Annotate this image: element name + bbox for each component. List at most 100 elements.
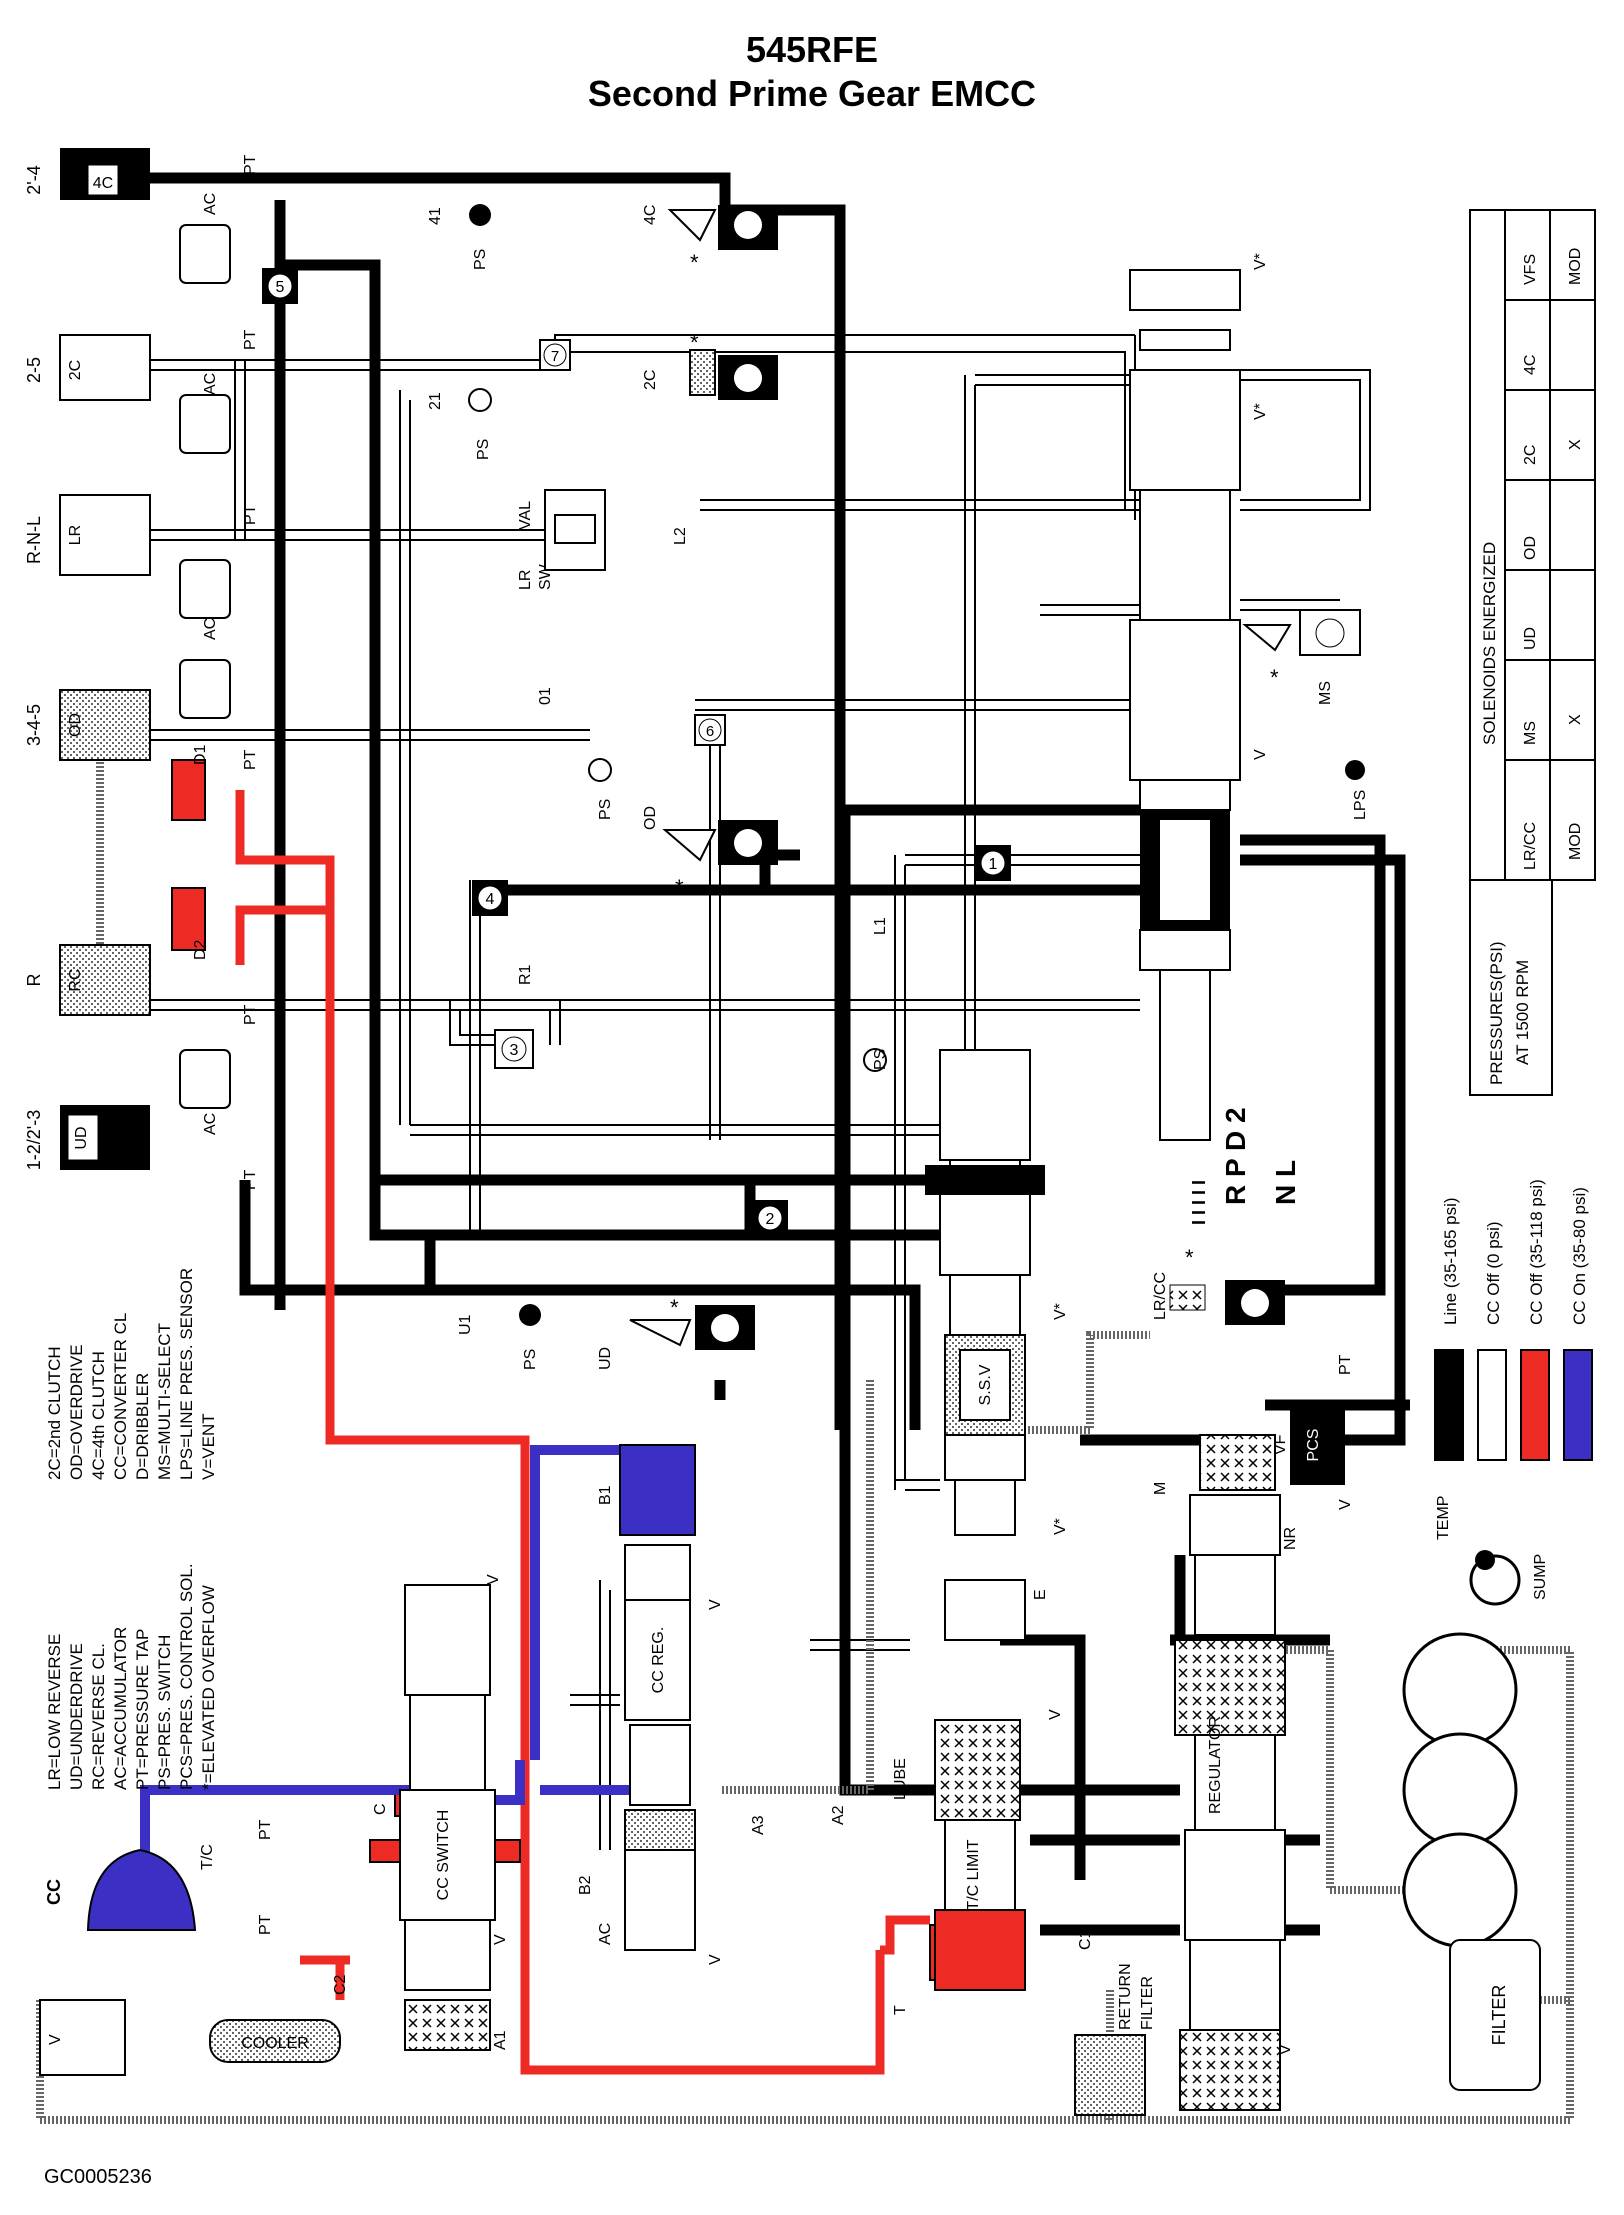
pump-gears xyxy=(1402,1632,1518,1948)
svg-text:RETURN: RETURN xyxy=(1117,1963,1134,2030)
checkball-3: 3 xyxy=(510,1042,519,1059)
clutch-rc-body xyxy=(59,944,151,1016)
svg-text:PS=PRES. SWITCH: PS=PRES. SWITCH xyxy=(155,1635,174,1790)
legend-label-line: Line (35-165 psi) xyxy=(1441,1197,1460,1325)
svg-text:C1: C1 xyxy=(1077,1929,1094,1950)
clutch-od-label: OD xyxy=(67,713,84,737)
title-line-2: Second Prime Gear EMCC xyxy=(587,73,1037,114)
pressure-switches xyxy=(468,204,1365,1326)
svg-text:PT=PRESSURE TAP: PT=PRESSURE TAP xyxy=(133,1629,152,1790)
svg-text:U1: U1 xyxy=(457,1314,474,1335)
svg-text:OD=OVERDRIVE: OD=OVERDRIVE xyxy=(67,1344,86,1480)
pressures-line-1: PRESSURES(PSI) xyxy=(1487,941,1506,1085)
regulator-label: REGULATOR xyxy=(1207,1716,1224,1814)
svg-text:B1: B1 xyxy=(597,1485,614,1505)
svg-text:PT: PT xyxy=(257,1819,274,1840)
svg-text:UD=UNDERDRIVE: UD=UNDERDRIVE xyxy=(67,1643,86,1790)
svg-text:MS=MULTI-SELECT: MS=MULTI-SELECT xyxy=(155,1323,174,1480)
svg-text:V: V xyxy=(707,1599,724,1610)
svg-text:T: T xyxy=(892,2005,909,2015)
return-filter-element xyxy=(1074,2034,1146,2116)
cc-reg-valve xyxy=(624,1544,696,1951)
ssv-label: S.S.V xyxy=(977,1364,994,1405)
svg-text:TEMP: TEMP xyxy=(1435,1496,1452,1540)
tc-limit-label: T/C LIMIT xyxy=(965,1839,982,1910)
svg-text:LR/CC: LR/CC xyxy=(1522,822,1539,870)
checkball-1: 1 xyxy=(989,856,998,873)
svg-text:LPS=LINE PRES. SENSOR: LPS=LINE PRES. SENSOR xyxy=(177,1268,196,1480)
diagram-title: 545RFE Second Prime Gear EMCC xyxy=(0,28,1624,116)
svg-text:R P D 2: R P D 2 xyxy=(1220,1107,1251,1205)
svg-text:N L: N L xyxy=(1270,1160,1301,1205)
svg-text:2C: 2C xyxy=(1522,445,1539,465)
svg-text:PCS=PRES. CONTROL SOL.: PCS=PRES. CONTROL SOL. xyxy=(177,1563,196,1790)
legend-label-cc-off-zero: CC Off (0 psi) xyxy=(1484,1221,1503,1325)
main-spool-valve xyxy=(1129,269,1241,1141)
pcs-valve-spring xyxy=(1199,1434,1276,1491)
cc-off-pressure-passages xyxy=(235,790,1000,2075)
clutch-2-5-label: 2-5 xyxy=(24,357,44,383)
svg-text:LR/CC: LR/CC xyxy=(1152,1272,1169,1320)
pressures-line-2: AT 1500 RPM xyxy=(1513,960,1532,1065)
svg-text:LR: LR xyxy=(517,570,534,590)
legend-swatch-cc-off-zero xyxy=(1477,1349,1507,1461)
svg-text:RC=REVERSE CL.: RC=REVERSE CL. xyxy=(89,1643,108,1790)
clutch-lr-label: LR xyxy=(67,525,84,545)
svg-text:PT: PT xyxy=(242,329,259,350)
svg-text:V*: V* xyxy=(1052,1518,1069,1535)
tc-limit-valve xyxy=(934,1719,1026,1991)
svg-text:X: X xyxy=(1567,714,1584,725)
svg-text:2C: 2C xyxy=(642,370,659,390)
svg-text:VFS: VFS xyxy=(1522,254,1539,285)
svg-text:*: * xyxy=(1185,1245,1194,1270)
svg-text:01: 01 xyxy=(537,687,554,705)
pcs-label: PCS xyxy=(1305,1429,1322,1462)
cc-reg-blue-top xyxy=(619,1444,696,1536)
checkball-7: 7 xyxy=(551,348,559,365)
clutch-1-2-label: 1-2/2'-3 xyxy=(24,1110,44,1170)
svg-text:LUBE: LUBE xyxy=(892,1758,909,1800)
svg-text:PS: PS xyxy=(472,249,489,270)
svg-text:PT: PT xyxy=(1337,1354,1354,1375)
svg-text:PS: PS xyxy=(597,799,614,820)
clutch-2c-label: 2C xyxy=(67,360,84,380)
svg-text:V: V xyxy=(492,1934,509,1945)
pcs-labels: VF M V NR xyxy=(1152,1434,1354,1550)
svg-text:NR: NR xyxy=(1282,1527,1299,1550)
accumulator-labels: AC AC AC AC xyxy=(202,193,219,1135)
checkball-6: 6 xyxy=(706,723,714,740)
cc-reg-labels: B1 B2 AC V V A3 A2 A1 xyxy=(492,1485,847,2050)
svg-text:SUMP: SUMP xyxy=(1532,1554,1549,1600)
svg-text:*: * xyxy=(690,330,699,355)
svg-text:*: * xyxy=(675,875,684,900)
diagram-code: GC0005236 xyxy=(44,2166,152,2188)
svg-text:R1: R1 xyxy=(517,964,534,985)
legend-label-cc-off: CC Off (35-118 psi) xyxy=(1527,1179,1546,1325)
svg-text:4C=4th CLUTCH: 4C=4th CLUTCH xyxy=(89,1351,108,1480)
svg-text:AC: AC xyxy=(202,373,219,395)
pressure-tap-labels: PT PT PT PT PT PT PT PT PT xyxy=(242,154,1354,1935)
accumulators xyxy=(179,224,231,1109)
svg-text:VF: VF xyxy=(1272,1434,1289,1455)
legend-swatch-line xyxy=(1434,1349,1464,1461)
checkball-2: 2 xyxy=(766,1211,775,1228)
dribbler-labels: D1 D2 xyxy=(192,744,209,960)
clutch-2-4-label: 2'-4 xyxy=(24,165,44,194)
svg-text:2C=2nd CLUTCH: 2C=2nd CLUTCH xyxy=(45,1346,64,1480)
filter-box xyxy=(1449,1939,1541,2091)
svg-text:V*: V* xyxy=(1252,403,1269,420)
checkball-4: 4 xyxy=(486,891,495,908)
svg-text:AC: AC xyxy=(202,1113,219,1135)
clutch-4c-label: 4C xyxy=(93,175,113,192)
clutch-2c-body xyxy=(59,334,151,401)
cooler-box xyxy=(209,2019,341,2063)
svg-text:B2: B2 xyxy=(577,1875,594,1895)
legend: Line (35-165 psi) CC Off (0 psi) CC Off … xyxy=(1434,1179,1593,1461)
svg-text:A2: A2 xyxy=(830,1805,847,1825)
svg-text:*: * xyxy=(690,250,699,275)
legend-swatch-cc-on xyxy=(1563,1349,1593,1461)
svg-text:T/C: T/C xyxy=(199,1844,216,1870)
svg-text:4C: 4C xyxy=(642,205,659,225)
svg-text:X: X xyxy=(1567,439,1584,450)
